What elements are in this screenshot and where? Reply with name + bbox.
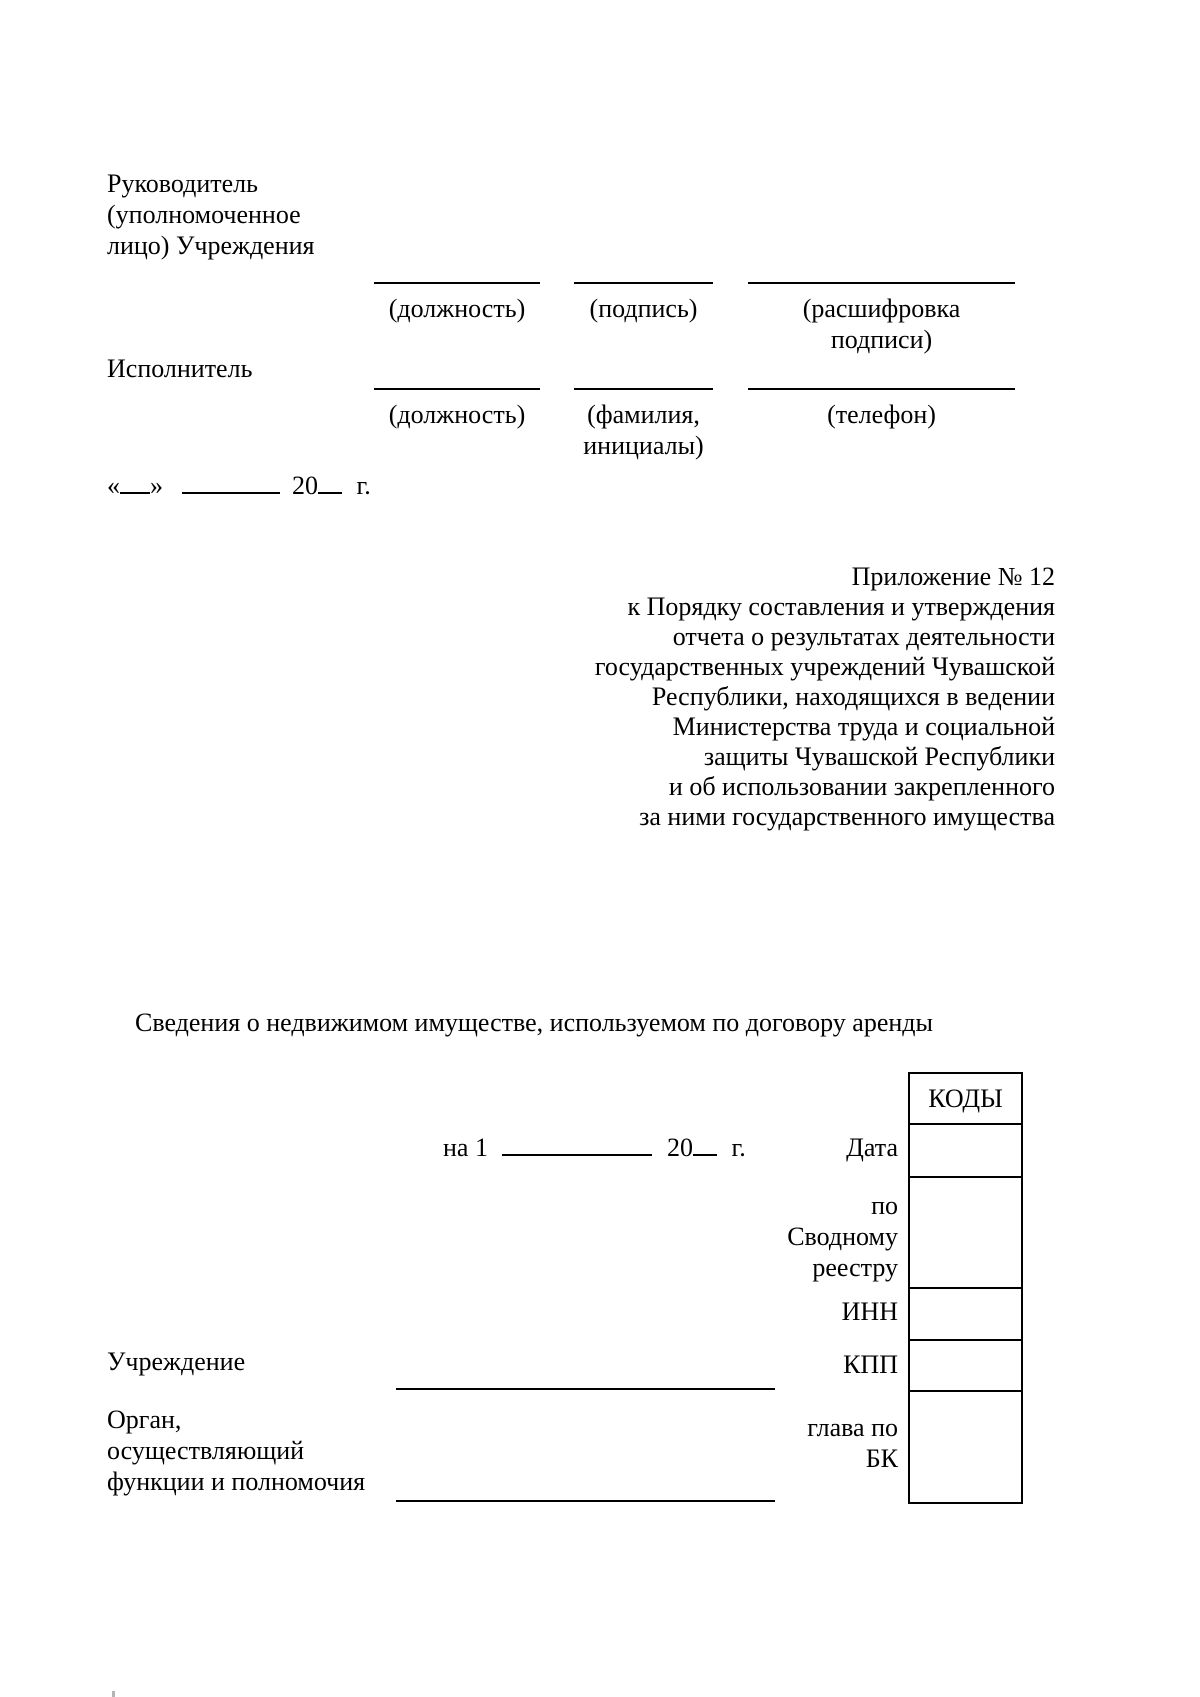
codes-cell-bk <box>910 1390 1021 1502</box>
date-year-blank <box>318 466 342 494</box>
date-year-suffix: г. <box>356 471 371 500</box>
leader-label-line3: лицо) Учреждения <box>107 231 315 260</box>
label-date: Дата <box>846 1133 898 1162</box>
appendix-line: за ними государственного имущества <box>639 802 1055 831</box>
leader-label: Руководитель (уполномоченное лицо) Учреж… <box>107 168 387 261</box>
appendix-line: отчета о результатах деятельности <box>672 622 1055 651</box>
institution-label: Учреждение <box>107 1347 246 1376</box>
executor-label: Исполнитель <box>107 354 253 383</box>
scan-artifact <box>112 1691 115 1697</box>
appendix-line: защиты Чувашской Республики <box>703 742 1055 771</box>
date-quote-open: « <box>107 471 120 500</box>
caption-leader-decryption-line2: подписи) <box>830 325 933 354</box>
codes-header-cell: КОДЫ <box>928 1083 1003 1113</box>
appendix-line: государственных учреждений Чувашской <box>594 652 1055 681</box>
leader-label-line1: Руководитель <box>107 169 258 198</box>
appendix-line: Министерства труда и социальной <box>672 712 1055 741</box>
institution-blank-line <box>396 1388 775 1390</box>
label-bk-line1: глава по <box>807 1413 898 1442</box>
appendix-line: Приложение № 12 <box>851 562 1055 591</box>
appendix-line: к Порядку составления и утверждения <box>627 592 1055 621</box>
label-kpp: КПП <box>843 1350 898 1379</box>
caption-executor-name: (фамилия, инициалы) <box>574 399 713 461</box>
codes-cell-registry <box>910 1176 1021 1287</box>
caption-executor-position: (должность) <box>388 400 526 429</box>
codes-cell-kpp <box>910 1339 1021 1390</box>
label-registry: по Сводному реестру <box>598 1190 898 1283</box>
appendix-line: Республики, находящихся в ведении <box>651 682 1055 711</box>
date-month-blank <box>181 466 280 494</box>
as-of-month-blank <box>502 1128 653 1156</box>
caption-executor-phone: (телефон) <box>827 400 936 429</box>
caption-executor-name-line2: инициалы) <box>583 431 704 460</box>
label-inn: ИНН <box>841 1297 898 1326</box>
appendix-line: и об использовании закрепленного <box>668 772 1055 801</box>
date-year-prefix: 20 <box>292 471 318 500</box>
appendix-block: Приложение № 12 к Порядку составления и … <box>555 562 1055 832</box>
authority-label-line2: осуществляющий <box>107 1436 305 1465</box>
label-bk: глава по БК <box>598 1412 898 1474</box>
leader-signature-line <box>574 282 713 284</box>
caption-executor-name-line1: (фамилия, <box>587 400 700 429</box>
caption-leader-decryption-line1: (расшифровка <box>802 294 961 323</box>
leader-name-line <box>748 282 1015 284</box>
caption-leader-signature: (подпись) <box>589 294 698 323</box>
authority-label-line1: Орган, <box>107 1405 182 1434</box>
date-day-blank <box>120 466 150 494</box>
label-registry-line2: Сводному <box>787 1222 898 1251</box>
label-bk-line2: БК <box>865 1444 898 1473</box>
as-of-year-blank <box>692 1128 717 1156</box>
caption-leader-position: (должность) <box>388 294 526 323</box>
report-title: Сведения о недвижимом имуществе, использ… <box>135 1008 933 1037</box>
label-registry-line1: по <box>871 1191 898 1220</box>
executor-position-line <box>374 388 540 390</box>
codes-table: КОДЫ <box>908 1072 1023 1504</box>
codes-cell-inn <box>910 1287 1021 1339</box>
as-of-year-prefix: 20 <box>666 1133 693 1162</box>
codes-cell-date <box>910 1123 1021 1176</box>
authority-label-line3: функции и полномочия <box>107 1467 366 1496</box>
label-registry-line3: реестру <box>812 1253 898 1282</box>
executor-phone-line <box>748 388 1015 390</box>
authority-label: Орган, осуществляющий функции и полномоч… <box>107 1404 407 1497</box>
authority-blank-line <box>396 1500 775 1502</box>
leader-position-line <box>374 282 540 284</box>
as-of-prefix: на 1 <box>443 1133 488 1162</box>
executor-name-line <box>574 388 713 390</box>
as-of-line: на 1 20 г. <box>443 1128 746 1163</box>
caption-leader-decryption: (расшифровка подписи) <box>748 293 1015 355</box>
leader-label-line2: (уполномоченное <box>107 200 301 229</box>
document-date-line: « » 20 г. <box>107 466 371 501</box>
as-of-year-suffix: г. <box>731 1133 746 1162</box>
date-quote-close: » <box>150 471 163 500</box>
